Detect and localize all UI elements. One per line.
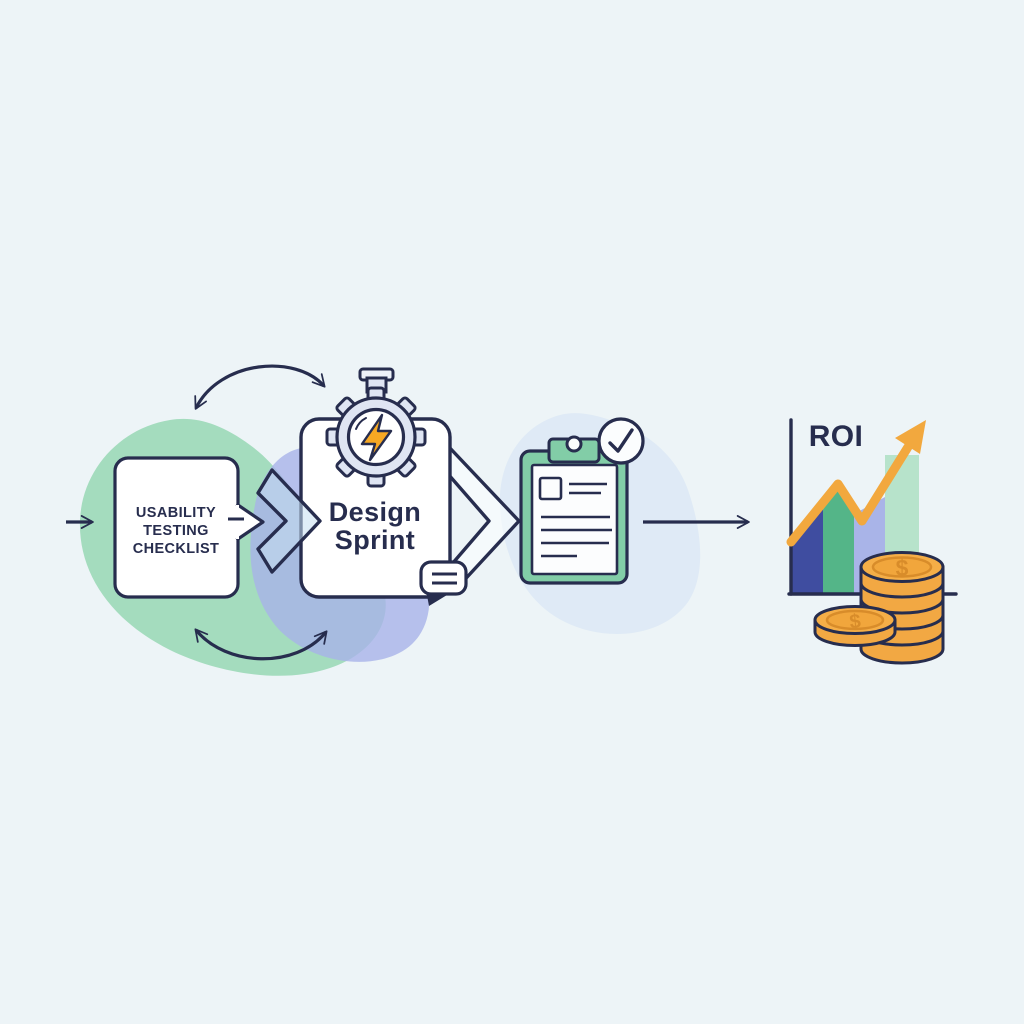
design-label: Design xyxy=(329,497,421,527)
growth-arrow-head xyxy=(895,420,926,454)
check-badge-icon xyxy=(597,417,645,465)
lightning-bolt-icon xyxy=(360,413,393,462)
speech-bubble-icon xyxy=(419,560,468,606)
clipboard-checklist-icon xyxy=(519,417,645,585)
coin-symbol: $ xyxy=(849,610,862,633)
roi-chart: ROI $ $ xyxy=(786,418,958,665)
bar xyxy=(823,488,854,593)
usability-label: CHECKLIST xyxy=(133,541,220,557)
usability-label: USABILITY xyxy=(136,505,216,521)
cycle-arrow-bottom-icon xyxy=(194,628,328,661)
cycle-arrow-top-icon xyxy=(194,364,326,410)
gear-lightning-icon xyxy=(325,367,427,488)
coin-icon: $ xyxy=(813,605,897,647)
clip-ring xyxy=(565,435,583,453)
gear-core-highlight xyxy=(355,417,367,430)
chevron-connector-icon xyxy=(256,468,322,574)
usability-testing-box: USABILITY TESTING CHECKLIST xyxy=(113,456,265,599)
exit-chevron-icon xyxy=(446,444,521,590)
usability-box-tail xyxy=(235,502,265,542)
checkbox xyxy=(538,476,563,501)
paper-lines xyxy=(541,482,612,558)
roi-label: ROI xyxy=(809,420,864,453)
growth-arrow-icon xyxy=(786,442,913,547)
coin-symbol: $ xyxy=(896,555,909,581)
bar xyxy=(792,503,823,593)
design-label: Sprint xyxy=(335,525,415,555)
usability-label: TESTING xyxy=(143,523,209,539)
